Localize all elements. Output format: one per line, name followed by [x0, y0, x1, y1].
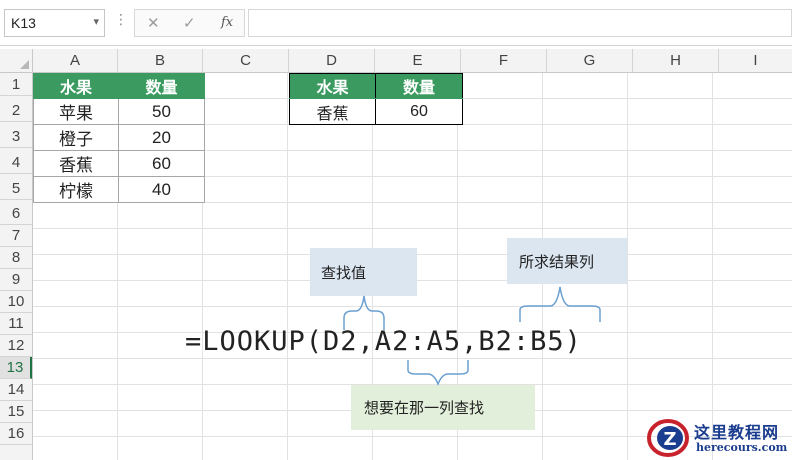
- cell-b3[interactable]: 20: [118, 124, 205, 151]
- result-header-fruit[interactable]: 水果: [289, 73, 376, 99]
- table-row: 香蕉 60: [33, 150, 205, 177]
- logo-letter: Z: [663, 429, 676, 450]
- result-header-qty[interactable]: 数量: [375, 73, 463, 99]
- brace-lookup-value: [343, 295, 385, 330]
- select-all-corner[interactable]: [0, 49, 33, 72]
- watermark-url: herecours.com: [696, 441, 788, 454]
- column-header-b[interactable]: B: [118, 49, 203, 72]
- formula-text[interactable]: =LOOKUP(D2,A2:A5,B2:B5): [185, 326, 582, 357]
- row-header-3[interactable]: 3: [0, 125, 32, 148]
- row-header-4[interactable]: 4: [0, 151, 32, 174]
- cell-e2[interactable]: 60: [375, 98, 463, 125]
- callout-lookup-value-text: 查找值: [321, 263, 367, 282]
- more-vertical-icon[interactable]: ⋮: [114, 12, 128, 28]
- insert-function-icon[interactable]: fx: [221, 15, 234, 30]
- callout-lookup-value: 查找值: [310, 248, 417, 296]
- column-header-f[interactable]: F: [461, 49, 547, 72]
- column-header-d[interactable]: D: [289, 49, 375, 72]
- name-box[interactable]: K13 ▾: [4, 9, 105, 37]
- row-header-2[interactable]: 2: [0, 99, 32, 122]
- cancel-icon[interactable]: ✕: [147, 14, 160, 32]
- formula-bar: K13 ▾ ⋮ ✕ ✓ fx: [0, 0, 792, 46]
- row-header-14[interactable]: 14: [0, 379, 32, 401]
- watermark-title: 这里教程网: [694, 423, 780, 442]
- lookup-result-table: 水果 数量 香蕉 60: [289, 73, 463, 125]
- chevron-down-icon[interactable]: ▾: [93, 15, 99, 28]
- cell-b2[interactable]: 50: [118, 98, 205, 125]
- row-headers: 1 2 3 4 5 6 7 8 9 10 11 12 13 14 15 16: [0, 73, 33, 460]
- row-header-12[interactable]: 12: [0, 335, 32, 357]
- row-header-6[interactable]: 6: [0, 203, 32, 225]
- cell-a3[interactable]: 橙子: [33, 124, 119, 151]
- column-header-e[interactable]: E: [375, 49, 461, 72]
- callout-lookup-column-text: 想要在那一列查找: [364, 399, 485, 417]
- watermark: Z 这里教程网 herecours.com: [646, 416, 792, 460]
- cell-a5[interactable]: 柠檬: [33, 176, 119, 203]
- brace-result-column: [519, 286, 601, 322]
- column-header-a[interactable]: A: [33, 49, 118, 72]
- row-header-15[interactable]: 15: [0, 401, 32, 423]
- table-row: 苹果 50: [33, 98, 205, 125]
- cell-b5[interactable]: 40: [118, 176, 205, 203]
- cell-b4[interactable]: 60: [118, 150, 205, 177]
- row-header-13[interactable]: 13: [0, 357, 32, 379]
- callout-result-column-text: 所求结果列: [519, 252, 595, 271]
- fruit-table: 水果 数量 苹果 50 橙子 20 香蕉 60 柠檬 40: [33, 73, 205, 203]
- table-header-fruit[interactable]: 水果: [33, 73, 119, 99]
- table-header-qty[interactable]: 数量: [118, 73, 205, 99]
- formula-buttons: ✕ ✓ fx: [134, 9, 245, 37]
- column-header-g[interactable]: G: [547, 49, 633, 72]
- column-header-h[interactable]: H: [633, 49, 719, 72]
- table-row: 香蕉 60: [289, 98, 463, 125]
- row-header-10[interactable]: 10: [0, 291, 32, 313]
- row-header-11[interactable]: 11: [0, 313, 32, 335]
- name-box-value: K13: [11, 15, 36, 31]
- column-header-c[interactable]: C: [203, 49, 289, 72]
- row-header-8[interactable]: 8: [0, 247, 32, 269]
- table-row: 橙子 20: [33, 124, 205, 151]
- column-headers: A B C D E F G H I: [0, 49, 792, 73]
- column-header-i[interactable]: I: [753, 52, 758, 69]
- confirm-icon[interactable]: ✓: [183, 14, 196, 32]
- site-logo-icon: Z: [647, 419, 689, 457]
- row-header-16[interactable]: 16: [0, 423, 32, 445]
- row-header-5[interactable]: 5: [0, 177, 32, 200]
- table-row: 柠檬 40: [33, 176, 205, 203]
- formula-input[interactable]: [248, 9, 792, 37]
- row-header-9[interactable]: 9: [0, 269, 32, 291]
- row-header-7[interactable]: 7: [0, 225, 32, 247]
- row-header-1[interactable]: 1: [0, 73, 32, 96]
- callout-result-column: 所求结果列: [507, 238, 627, 284]
- brace-lookup-column: [407, 360, 469, 387]
- callout-lookup-column: 想要在那一列查找: [351, 385, 535, 430]
